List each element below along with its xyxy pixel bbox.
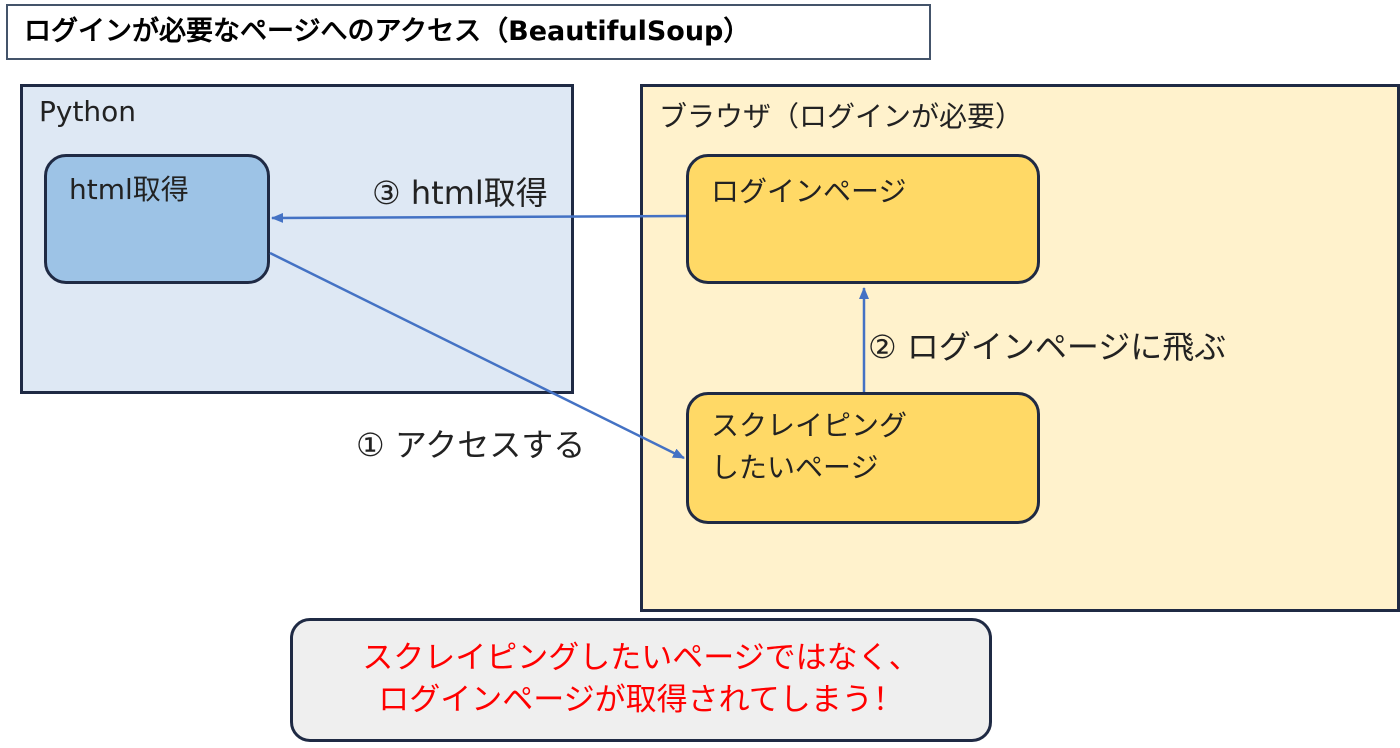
- step-2-label: ② ログインページに飛ぶ: [868, 328, 1227, 366]
- step-1-label: ① アクセスする: [356, 426, 586, 464]
- browser-panel-label: ブラウザ（ログインが必要）: [659, 100, 1024, 133]
- python-panel-label: Python: [39, 95, 137, 128]
- arrow-access: [269, 251, 685, 460]
- step-3-label: ③ html取得: [372, 174, 548, 212]
- warning-note: スクレイピングしたいページではなく、 ログインページが取得されてしまう！: [290, 618, 992, 742]
- scrape-target-line-2: したいページ: [711, 451, 879, 484]
- warning-note-line-2: ログインページが取得されてしまう！: [378, 682, 904, 718]
- scrape-target-line-1: スクレイピング: [711, 409, 908, 442]
- diagram-title: ログインが必要なページへのアクセス（BeautifulSoup）: [6, 4, 931, 60]
- html-fetch-node: html取得: [44, 154, 270, 284]
- warning-note-line-1: スクレイピングしたいページではなく、: [362, 640, 920, 676]
- arrow-fetch-html: [271, 212, 687, 223]
- scrape-target-node: スクレイピング したいページ: [686, 392, 1040, 524]
- login-page-node: ログインページ: [686, 154, 1040, 284]
